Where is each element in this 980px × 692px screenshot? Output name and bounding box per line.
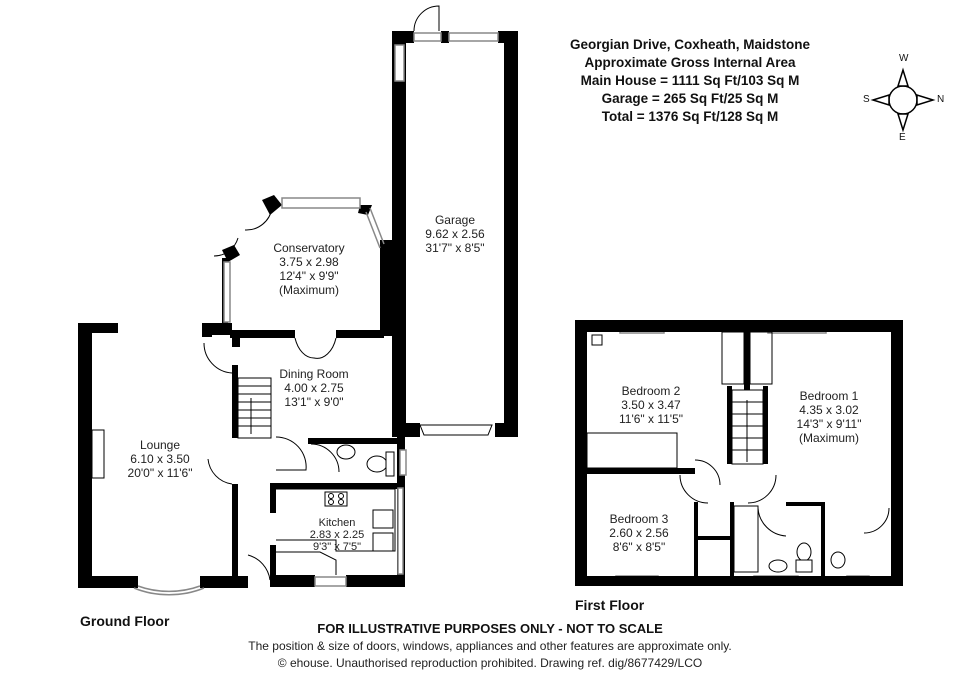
- area-summary: Georgian Drive, Coxheath, Maidstone Appr…: [520, 36, 860, 126]
- lounge-fireplace: [91, 429, 105, 479]
- room-label-kitchen: Kitchen 2.83 x 2.25 9'3" x 7'5": [309, 517, 365, 553]
- area-subtitle: Approximate Gross Internal Area: [584, 55, 796, 70]
- garage-wall-bottom-left: [392, 423, 420, 437]
- first-floor-label: First Floor: [575, 597, 645, 613]
- kitchen-units: [276, 488, 396, 575]
- total-area: Total = 1376 Sq Ft/128 Sq M: [601, 109, 779, 124]
- garage-wall-bottom-right: [495, 423, 518, 437]
- room-label-conservatory: Conservatory 3.75 x 2.98 12'4" x 9'9" (M…: [273, 241, 345, 297]
- door-swings: [203, 5, 440, 581]
- compass-rose: [870, 67, 936, 133]
- room-label-bedroom-3: Bedroom 3 2.60 x 2.56 8'6" x 8'5": [609, 512, 669, 554]
- garage-wall-left: [392, 31, 406, 437]
- garage-wall-right: [504, 31, 518, 437]
- garage-wall-top-left: [392, 31, 414, 43]
- compass-south-label: S: [863, 94, 870, 105]
- disclaimer-heading: FOR ILLUSTRATIVE PURPOSES ONLY - NOT TO …: [317, 621, 663, 636]
- property-address: Georgian Drive, Coxheath, Maidstone: [569, 37, 811, 52]
- garage-door: [419, 424, 493, 436]
- room-label-garage: Garage 9.62 x 2.56 31'7" x 8'5": [425, 213, 485, 255]
- disclaimer-note: The position & size of doors, windows, a…: [248, 639, 732, 653]
- first-floor-fixtures: [586, 331, 890, 573]
- compass-north-label: N: [937, 94, 945, 105]
- ground-floor-label: Ground Floor: [80, 613, 170, 629]
- ground-stairs: [237, 377, 272, 439]
- compass-west-label: W: [899, 53, 909, 64]
- garage-wall-top-mid: [441, 31, 449, 43]
- room-label-dining-room: Dining Room 4.00 x 2.75 13'1" x 9'0": [279, 367, 349, 409]
- first-floor-plan: [575, 320, 903, 586]
- main-house-area: Main House = 1111 Sq Ft/103 Sq M: [580, 73, 800, 88]
- compass-east-label: E: [899, 132, 906, 143]
- garage-wall-top-right: [498, 31, 518, 43]
- ground-floor-plan: [78, 31, 518, 588]
- room-label-bedroom-2: Bedroom 2 3.50 x 3.47 11'6" x 11'5": [618, 384, 684, 426]
- room-label-bedroom-1: Bedroom 1 4.35 x 3.02 14'3" x 9'11" (Max…: [796, 389, 862, 445]
- copyright-notice: © ehouse. Unauthorised reproduction proh…: [277, 656, 703, 670]
- garage-area: Garage = 265 Sq Ft/25 Sq M: [601, 91, 779, 106]
- room-label-lounge: Lounge 6.10 x 3.50 20'0" x 11'6": [127, 438, 193, 480]
- ground-wc-fixtures: [336, 444, 395, 477]
